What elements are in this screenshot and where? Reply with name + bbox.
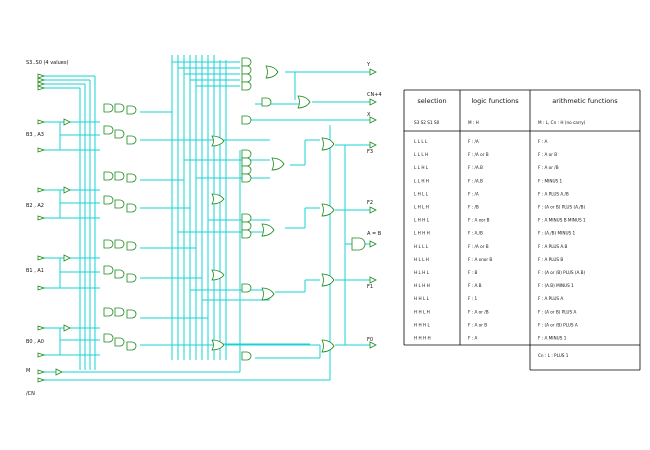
b1a1-label: B1 , A1 xyxy=(26,268,44,274)
arith-cell: F : (A.B) MINUS 1 xyxy=(538,283,574,288)
logic-cell: F : A or B xyxy=(468,322,487,327)
logic-gates xyxy=(37,57,377,383)
f3-label: F3 xyxy=(367,149,373,155)
stage2-gates xyxy=(103,171,137,213)
selection-cell: H H H H xyxy=(414,336,431,341)
selection-cell: L H L H xyxy=(414,205,429,210)
arith-cell: F : (A./B) MINUS 1 xyxy=(538,231,576,236)
logic-cell: F : 1 xyxy=(468,296,477,301)
wiring xyxy=(40,55,370,381)
cn4-label: CN+4 xyxy=(367,92,382,98)
selection-subheader: S3 S2 S1 S0 xyxy=(414,120,440,125)
select-label: S3..S0 (4 values) xyxy=(26,60,68,66)
selection-cell: H H H L xyxy=(414,322,430,327)
bit1-sum-gates xyxy=(211,269,335,301)
logic-cell: F : /B xyxy=(468,205,479,210)
logic-cell: F : /A or B xyxy=(468,152,489,157)
stage0-gates xyxy=(103,307,137,351)
carry-gates xyxy=(241,57,311,125)
selection-cell: H L H H xyxy=(414,283,430,288)
arith-cell: F : A PLUS A.B xyxy=(538,244,568,249)
arith-cell: F : A or /B xyxy=(538,165,559,170)
bit2-sum-gates xyxy=(211,193,335,239)
logic-cell: F : A or /B xyxy=(468,309,489,314)
selection-cell: L L L H xyxy=(414,152,428,157)
arith-cell: F : MINUS 1 xyxy=(538,178,563,183)
input-pin-icons xyxy=(37,73,46,383)
selection-cell: H L L H xyxy=(414,257,429,262)
b2a2-label: B2 , A2 xyxy=(26,203,44,209)
f1-label: F1 xyxy=(367,284,373,290)
logic-cell: F : /A xyxy=(468,191,479,196)
arith-cell: F : A xyxy=(538,139,547,144)
arith-cell: F : A PLUS B xyxy=(538,257,563,262)
b0a0-label: B0 , A0 xyxy=(26,339,44,345)
selection-cell: H L L L xyxy=(414,244,429,249)
arith-cell: F : A MINUS 1 xyxy=(538,336,567,341)
x-label: X xyxy=(367,112,371,118)
output-pin-icons xyxy=(369,68,377,349)
arith-cell: F : A or B xyxy=(538,152,557,157)
cn-label: /CN xyxy=(26,391,35,397)
f2-label: F2 xyxy=(367,200,373,206)
m-label: M xyxy=(26,368,30,374)
stage3-gates xyxy=(103,103,137,145)
selection-cell: H H L H xyxy=(414,309,430,314)
selection-header: selection xyxy=(417,97,446,105)
arith-cell: F : A PLUS A xyxy=(538,296,563,301)
logic-cell: F : A xnor B xyxy=(468,257,492,262)
selection-cell: H L H L xyxy=(414,270,430,275)
inverter-icons xyxy=(55,118,71,376)
logic-subheader: M : H xyxy=(468,120,479,125)
b3a3-label: B3 , A3 xyxy=(26,132,44,138)
arith-cell: F : (A or /B) PLUS (A.B) xyxy=(538,270,586,275)
bit0-sum-gates xyxy=(211,339,335,361)
logic-cell: F : A xor B xyxy=(468,218,490,223)
function-table: selection logic functions arithmetic fun… xyxy=(403,89,641,371)
logic-cell: F : /A.B xyxy=(468,178,483,183)
arith-cell: F : A PLUS A./B xyxy=(538,191,569,196)
table-rows: L L L L F : /A F : A L L L H F : /A or B F : … xyxy=(414,139,586,341)
selection-cell: L H H L xyxy=(414,218,430,223)
selection-cell: L L H H xyxy=(414,178,429,183)
selection-cell: L H H H xyxy=(414,231,430,236)
bit3-sum-gates xyxy=(211,135,335,183)
selection-cell: H H L L xyxy=(414,296,430,301)
logic-cell: F : B xyxy=(468,270,477,275)
arith-cell: F : (A or B) PLUS A xyxy=(538,309,576,314)
selection-cell: L L L L xyxy=(414,139,428,144)
logic-cell: F : /A xyxy=(468,139,479,144)
arith-subheader: M : L, Cn : H (no carry) xyxy=(538,120,586,125)
selection-cell: L L H L xyxy=(414,165,429,170)
arith-cell: F : (A or B) PLUS (A./B) xyxy=(538,205,586,210)
logic-cell: F : A./B xyxy=(468,231,483,236)
a-eq-b-gate-icon xyxy=(351,237,366,251)
selection-cell: L H L L xyxy=(414,191,429,196)
signal-labels: S3..S0 (4 values) B3 , A3 B2 , A2 B1 , A… xyxy=(26,60,382,397)
logic-header: logic functions xyxy=(471,97,519,105)
aeqb-label: A = B xyxy=(367,231,382,237)
arith-cell: F : A MINUS B MINUS 1 xyxy=(538,218,586,223)
logic-cell: F : A xyxy=(468,336,477,341)
table-footer: Cn : L : PLUS 1 xyxy=(538,353,569,358)
logic-cell: F : /A.B xyxy=(468,165,483,170)
stage1-gates xyxy=(103,239,137,283)
arith-header: arithmetic functions xyxy=(552,97,618,105)
f0-label: F0 xyxy=(367,337,373,343)
logic-cell: F : /A or B xyxy=(468,244,489,249)
arith-cell: F : (A or /B) PLUS A xyxy=(538,322,578,327)
y-label: Y xyxy=(366,62,371,68)
logic-cell: F : A.B xyxy=(468,283,482,288)
